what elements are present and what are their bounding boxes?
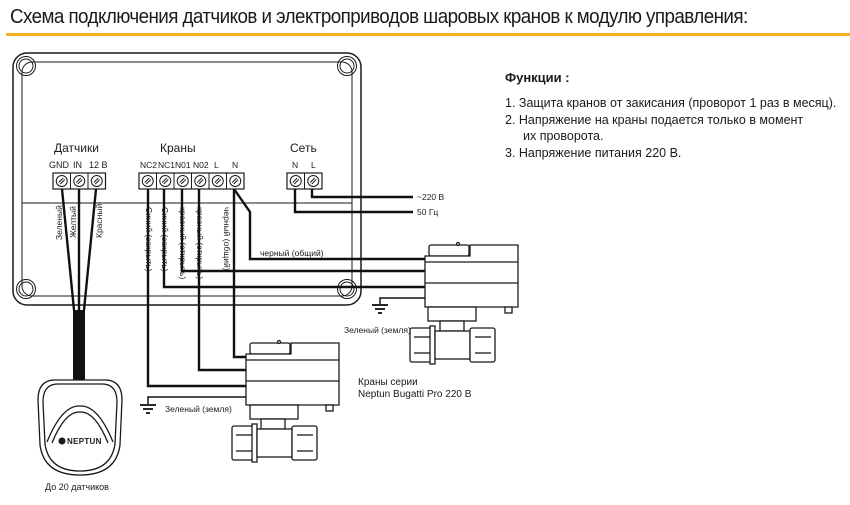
terminal-label-n: N	[232, 160, 238, 170]
terminal-label-12v: 12 В	[89, 160, 108, 170]
neptun-logo-icon	[58, 437, 66, 445]
wire-label-n: черный (общий)	[222, 207, 232, 271]
terminal-screw-icon	[289, 175, 302, 187]
wire-nc2	[146, 189, 246, 388]
wire-power-n	[293, 189, 413, 214]
wire-ground-lower	[147, 396, 246, 404]
ball-valve-lower	[231, 418, 318, 463]
terminal-label-n01: N01	[175, 160, 191, 170]
terminal-screw-icon	[229, 175, 242, 187]
valve-series-line1: Краны серии	[358, 377, 418, 388]
valve-series-line2: Neptun Bugatti Pro 220 В	[358, 389, 472, 400]
wire-label-n02: красный (открыть)	[195, 207, 205, 279]
wire-n02	[197, 189, 246, 372]
terminal-screw-icon	[176, 175, 189, 187]
terminal-screw-icon	[159, 175, 172, 187]
wire-nc1	[162, 189, 425, 289]
wire-label-nc2: Синий (закрыть)	[144, 207, 154, 272]
function-item: 3. Напряжение питания 220 В.	[505, 145, 682, 160]
terminal-screw-icon	[90, 175, 103, 187]
terminal-label-n02: N02	[193, 160, 209, 170]
ground-icon	[140, 404, 156, 414]
group-label-sensors: Датчики	[54, 141, 99, 155]
wires	[60, 188, 425, 404]
terminal-label-power-n: N	[292, 160, 298, 170]
ground-label-lower: Зеленый (земля)	[165, 404, 232, 414]
function-item: их проворота.	[523, 129, 604, 143]
wire-sensor-red	[82, 188, 98, 311]
terminal-label-gnd: GND	[49, 160, 70, 170]
terminal-screw-icon	[141, 175, 154, 187]
terminal-label-l: L	[214, 160, 219, 170]
wire-label-yellow: Желтый	[68, 206, 78, 238]
sensor-cable	[73, 310, 85, 380]
wire-n01	[180, 189, 425, 273]
power-label-50hz: 50 Гц	[417, 207, 438, 217]
leak-sensor	[37, 379, 123, 476]
terminal-label-nc1: NC1	[158, 160, 175, 170]
terminal-blocks	[52, 172, 323, 190]
terminal-label-nc2: NC2	[140, 160, 157, 170]
wire-n-common-upper	[233, 188, 425, 261]
sensor-brand: NEPTUN	[67, 437, 102, 446]
group-label-power: Сеть	[290, 141, 317, 155]
terminal-screw-icon	[211, 175, 224, 187]
wire-label-nc1: Синий (закрыть)	[160, 207, 170, 272]
terminal-label-power-l: L	[311, 160, 316, 170]
function-item: 1. Защита кранов от закисания (проворот …	[505, 96, 837, 110]
terminal-screw-icon	[55, 175, 68, 187]
ball-valve-upper	[409, 320, 496, 365]
wire-sensor-green	[60, 188, 76, 311]
power-label-220v: ~220 В	[417, 192, 445, 202]
ground-icon	[372, 304, 388, 314]
functions-block: Функции : 1. Защита кранов от закисания …	[505, 70, 836, 161]
sensor-caption: До 20 датчиков	[45, 482, 109, 492]
functions-heading: Функции :	[505, 70, 570, 85]
wire-label-red: Красный	[94, 204, 104, 238]
page-title: Схема подключения датчиков и электроприв…	[10, 6, 748, 28]
valve-actuator-upper	[424, 241, 519, 322]
terminal-screw-icon	[194, 175, 207, 187]
wire-label-green: Зеленый	[54, 205, 64, 240]
wire-label-n01: красный (открыть)	[178, 207, 188, 279]
terminal-screw-icon	[307, 175, 320, 187]
control-module	[12, 52, 362, 306]
wire-label-black-common: черный (общий)	[260, 248, 324, 258]
wire-ground-upper	[379, 297, 425, 304]
wire-n-common-lower	[232, 189, 246, 359]
wire-power-l	[310, 189, 413, 199]
terminal-screw-icon	[73, 175, 86, 187]
terminal-label-in: IN	[73, 160, 82, 170]
valve-actuator-lower	[245, 339, 340, 420]
function-item: 2. Напряжение на краны подается только в…	[505, 112, 804, 127]
group-label-valves: Краны	[160, 141, 196, 155]
ground-label-upper: Зеленый (земля)	[344, 325, 411, 335]
title-underline	[6, 33, 850, 36]
